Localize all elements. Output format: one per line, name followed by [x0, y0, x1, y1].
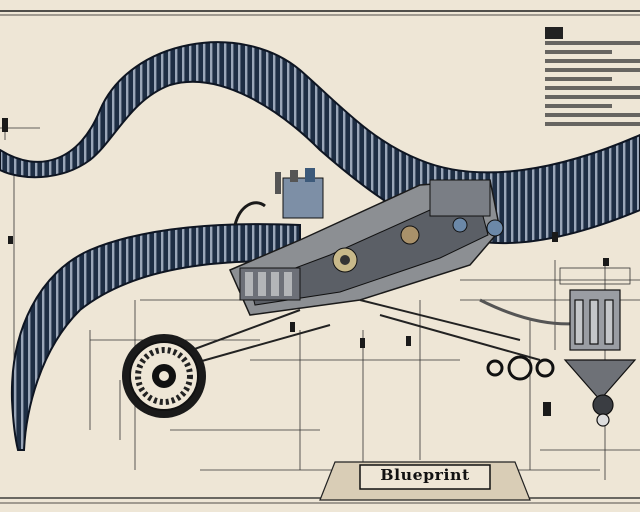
- text-line: [545, 77, 612, 81]
- engine-assembly: [229, 168, 504, 316]
- rear-mechanism: [486, 289, 637, 427]
- annotation-marks: [2, 118, 609, 416]
- text-block: [545, 27, 640, 131]
- lower-tentacle: [10, 223, 301, 451]
- text-line: [545, 68, 640, 72]
- text-line: [545, 122, 640, 126]
- text-line: [545, 104, 612, 108]
- title-mark: [545, 27, 563, 39]
- text-line: [545, 95, 640, 99]
- text-line: [545, 41, 640, 45]
- plaque-label: Blueprint: [380, 466, 470, 484]
- text-line: [545, 50, 612, 54]
- text-line: [545, 113, 640, 117]
- frame-lines: [0, 10, 640, 504]
- front-wheel: [122, 334, 206, 418]
- text-line: [545, 59, 640, 63]
- bottom-plaque: [319, 461, 531, 501]
- text-line: [545, 86, 640, 90]
- drive-rods: [164, 298, 601, 371]
